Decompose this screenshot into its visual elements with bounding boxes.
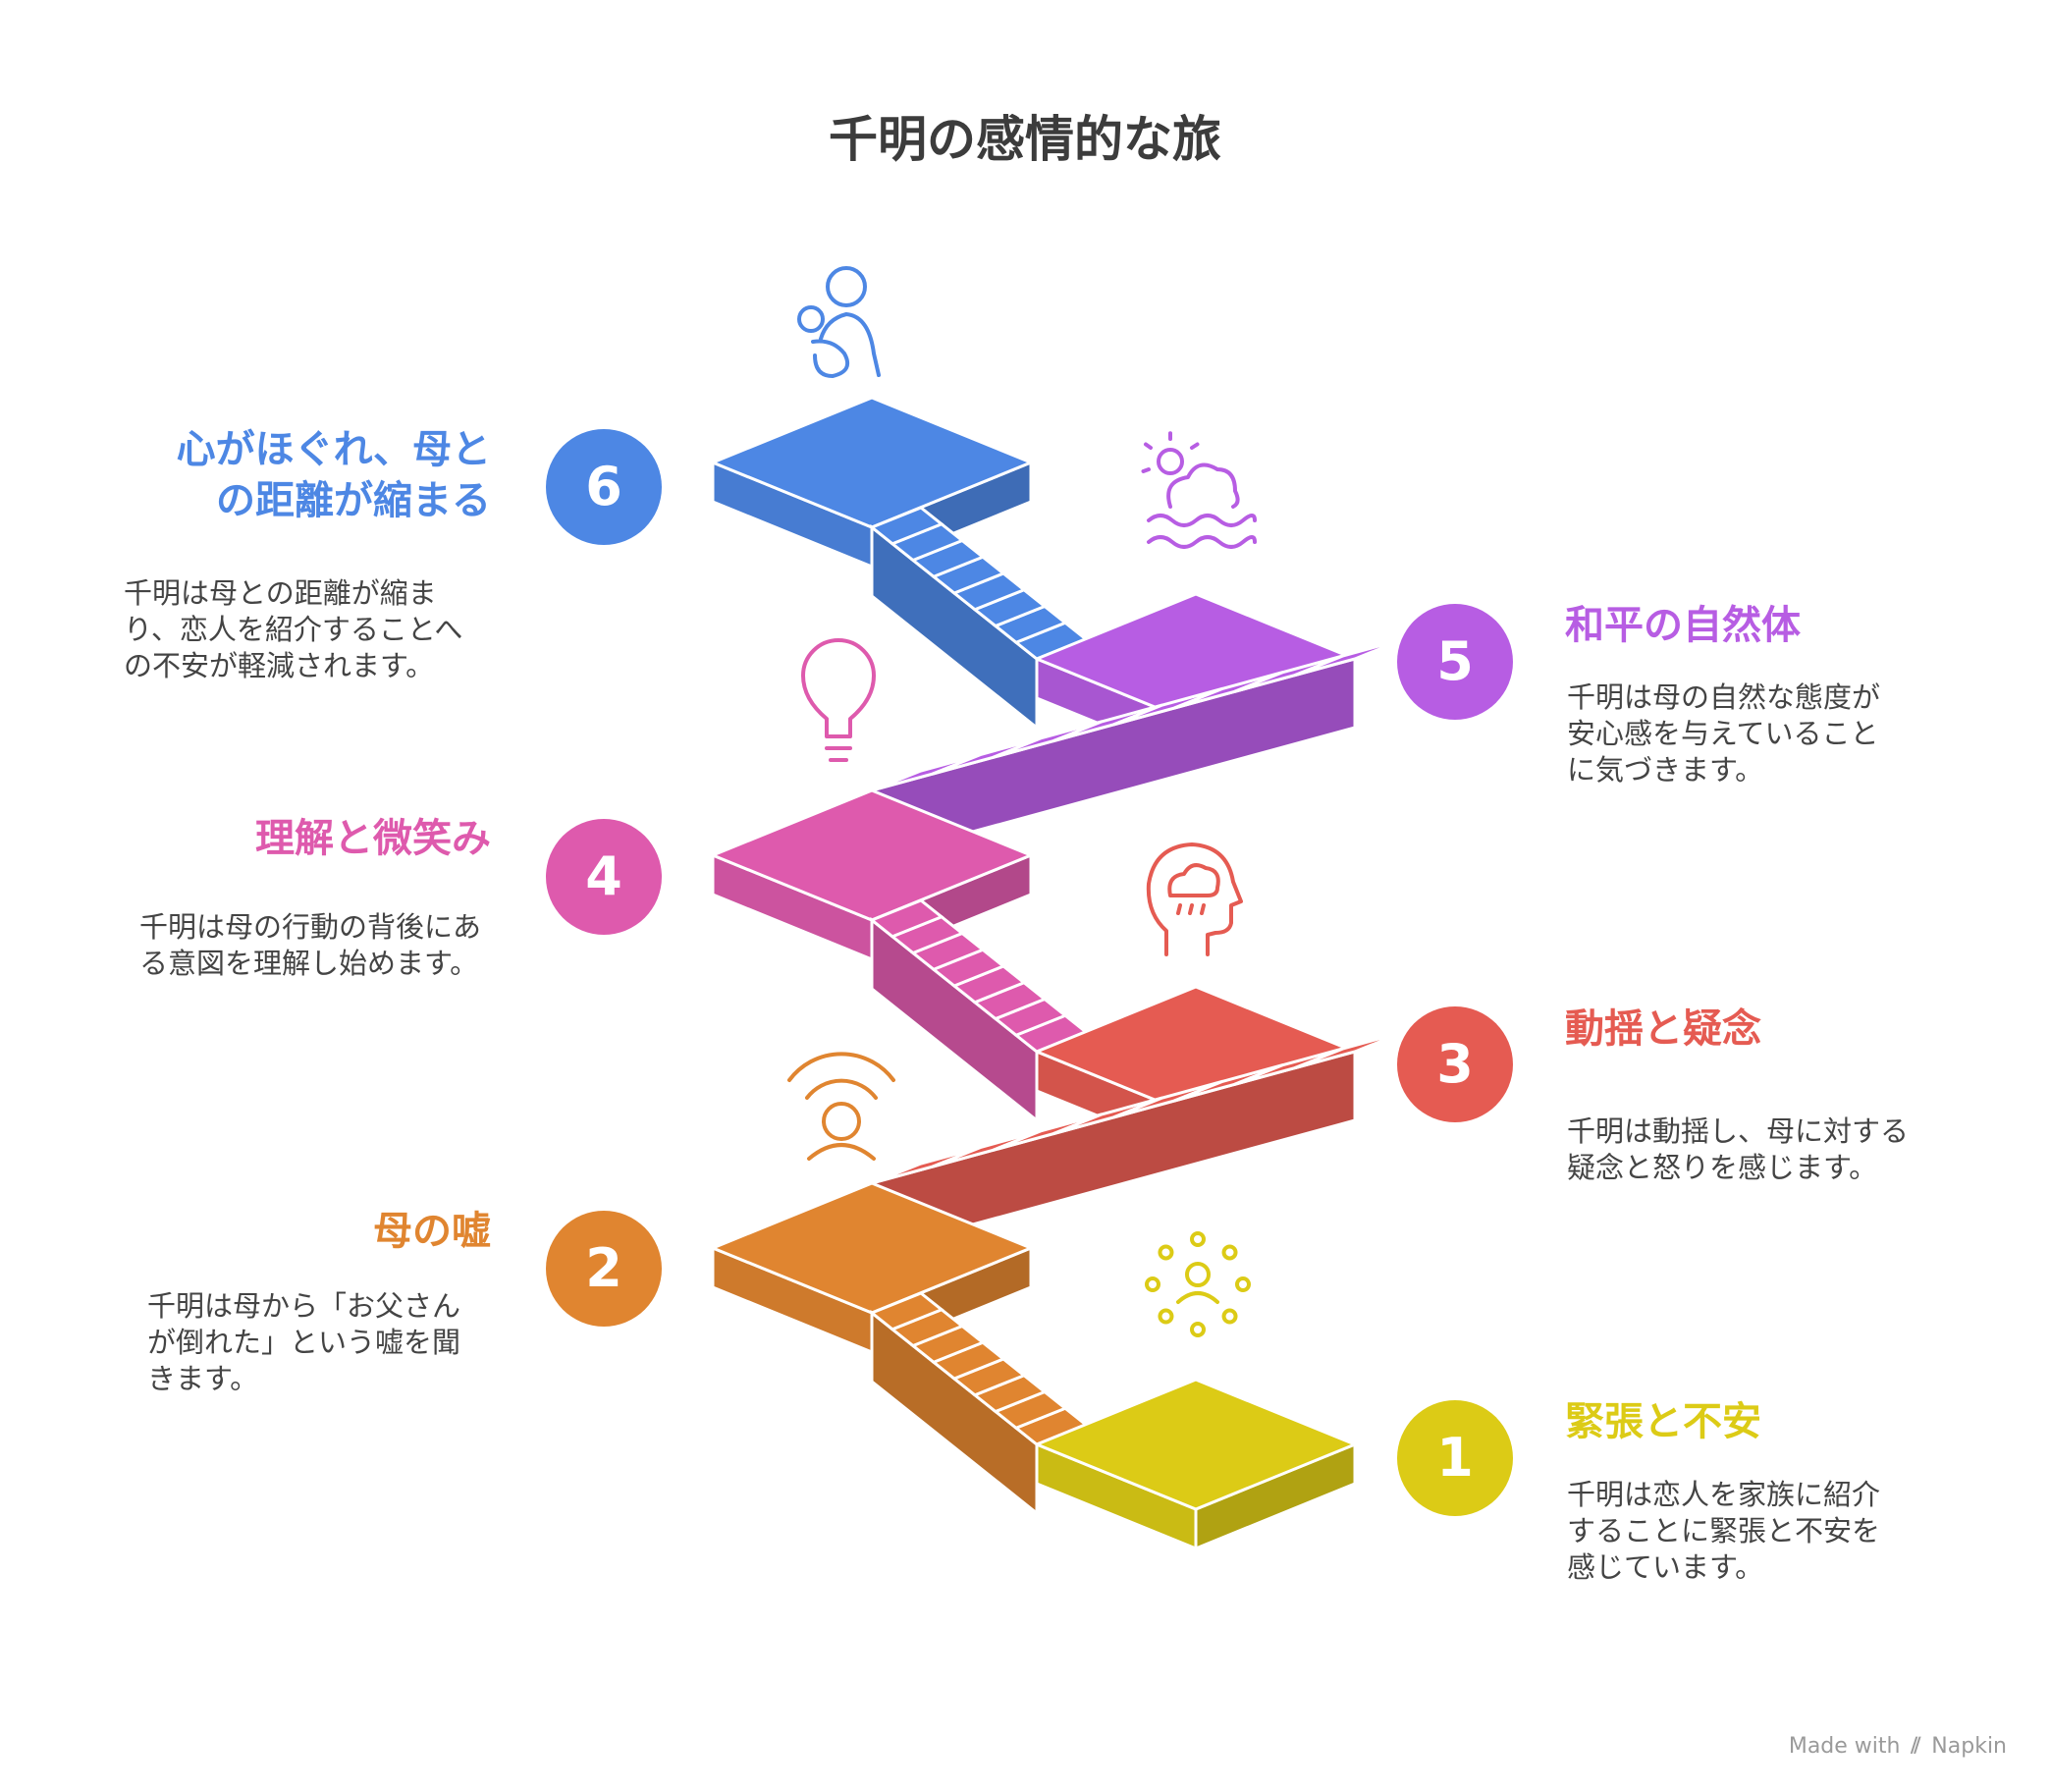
- step-5-badge: 5: [1397, 604, 1513, 720]
- signal-person-icon: [787, 1052, 895, 1161]
- stair-flight-2-3: [870, 1030, 1405, 1254]
- radiant-dot: [1190, 1322, 1206, 1337]
- head-rain-cloud-icon: [1146, 842, 1243, 956]
- step-4-description-line-1: 千明は母の行動の背後にあ: [139, 910, 482, 944]
- cloud: [1166, 462, 1240, 509]
- step-1-description-line-3: 感じています。: [1567, 1550, 1764, 1584]
- radiant-dot: [1221, 1244, 1238, 1261]
- parent-body: [819, 312, 881, 377]
- footer-prefix: Made with: [1788, 1734, 1901, 1759]
- person-head: [822, 1102, 861, 1141]
- landing-1-top: [1035, 1378, 1357, 1511]
- step-6-description-line-2: り、恋人を紹介することへ: [124, 613, 463, 646]
- step-5-description-line-1: 千明は母の自然な態度が: [1567, 680, 1881, 714]
- step-4-badge: 4: [546, 819, 662, 935]
- step-3-badge: 3: [1397, 1006, 1513, 1122]
- step-3-description-line-1: 千明は動揺し、母に対する: [1567, 1114, 1910, 1148]
- radiant-person-icon: [1145, 1231, 1251, 1337]
- step-4-description-line-2: る意図を理解し始めます。: [139, 947, 479, 980]
- person-head: [1185, 1262, 1211, 1287]
- napkin-logo-icon: ⫽: [1911, 1734, 1921, 1759]
- step-4-heading: 理解と微笑み: [255, 816, 491, 861]
- step-5-description-line-2: 安心感を与えていること: [1567, 717, 1879, 750]
- step-1-description-line-1: 千明は恋人を家族に紹介: [1567, 1478, 1881, 1511]
- stair-flight-3-4: [869, 898, 1089, 1124]
- parent-carrying-child-icon: [797, 266, 881, 378]
- sun-ray: [1190, 442, 1200, 450]
- step-2-description-line-3: きます。: [147, 1362, 259, 1395]
- stair-step: [1293, 1030, 1405, 1070]
- step-3-description: 千明は動揺し、母に対する 疑念と怒りを感じます。: [1567, 1113, 1909, 1186]
- sun-cloud-water-icon: [1141, 431, 1257, 549]
- person-shoulders: [807, 1143, 876, 1161]
- parent-head: [826, 266, 867, 307]
- signal-arc-outer: [787, 1052, 895, 1082]
- sun-ray: [1144, 442, 1153, 450]
- radiant-dot: [1158, 1244, 1174, 1261]
- signal-arc-inner: [805, 1078, 878, 1100]
- step-3-description-line-2: 疑念と怒りを感じます。: [1567, 1151, 1878, 1184]
- step-6-description: 千明は母との距離が縮ま り、恋人を紹介することへ の不安が軽減されます。: [124, 575, 462, 684]
- step-6-heading-line-1: 心がほぐれ、母と: [176, 427, 491, 472]
- child-head: [797, 305, 825, 333]
- landing-6: [711, 396, 1033, 569]
- step-1-description-line-2: することに緊張と不安を: [1567, 1514, 1881, 1548]
- step-6-description-line-3: の不安が軽減されます。: [124, 649, 435, 682]
- head-outline: [1146, 842, 1243, 956]
- bulb: [801, 638, 876, 738]
- person-shoulders: [1176, 1291, 1219, 1304]
- sun-ray: [1141, 467, 1151, 473]
- step-3-heading: 動揺と疑念: [1565, 1006, 1761, 1052]
- radiant-dot: [1145, 1276, 1160, 1292]
- stair-step: [869, 898, 944, 939]
- step-1-badge: 1: [1397, 1400, 1513, 1516]
- rain-drop: [1176, 903, 1182, 915]
- step-6-badge: 6: [546, 429, 662, 545]
- stair-step: [869, 1291, 944, 1331]
- landing-4: [711, 788, 1033, 961]
- radiant-dot: [1221, 1308, 1238, 1325]
- stair-step: [869, 506, 944, 546]
- step-4-description: 千明は母の行動の背後にあ る意図を理解し始めます。: [139, 909, 481, 982]
- rain-drop: [1188, 903, 1194, 915]
- footer-brand: Napkin: [1931, 1734, 2007, 1759]
- step-2-description-line-2: が倒れた」という嘘を聞: [147, 1326, 461, 1359]
- stair-flight-5-6: [869, 506, 1089, 732]
- step-5-heading: 和平の自然体: [1565, 603, 1801, 648]
- radiant-dot: [1158, 1308, 1174, 1325]
- step-2-description-line-1: 千明は母から「お父さん: [147, 1289, 461, 1323]
- step-1-heading: 緊張と不安: [1565, 1399, 1761, 1444]
- landing-1: [1035, 1378, 1357, 1550]
- stair-flight-1-2: [869, 1291, 1089, 1517]
- page-title: 千明の感情的な旅: [829, 111, 1221, 168]
- step-6-heading: 心がほぐれ、母と の距離が縮まる: [118, 424, 491, 526]
- step-1-description: 千明は恋人を家族に紹介 することに緊張と不安を 感じています。: [1567, 1477, 1880, 1586]
- stair-flight-4-5: [870, 637, 1405, 861]
- step-5-description: 千明は母の自然な態度が 安心感を与えていること に気づきます。: [1567, 679, 1880, 788]
- step-5-description-line-3: に気づきます。: [1567, 753, 1764, 787]
- wave: [1147, 535, 1257, 549]
- step-2-heading: 母の嘘: [373, 1209, 491, 1254]
- step-2-badge: 2: [546, 1211, 662, 1327]
- radiant-dot: [1235, 1276, 1251, 1292]
- wave: [1147, 514, 1257, 527]
- radiant-dot: [1190, 1231, 1206, 1247]
- step-2-description: 千明は母から「お父さん が倒れた」という嘘を聞 きます。: [147, 1288, 460, 1397]
- lightbulb-icon: [801, 638, 876, 762]
- step-6-heading-line-2: の距離が縮まる: [216, 478, 491, 523]
- child-body: [811, 339, 849, 378]
- rain-cloud: [1167, 863, 1220, 897]
- footer-credit[interactable]: Made with ⫽ Napkin: [1789, 1734, 2007, 1759]
- rain-drop: [1200, 903, 1206, 915]
- sun: [1157, 448, 1184, 475]
- step-6-description-line-1: 千明は母との距離が縮ま: [124, 576, 437, 610]
